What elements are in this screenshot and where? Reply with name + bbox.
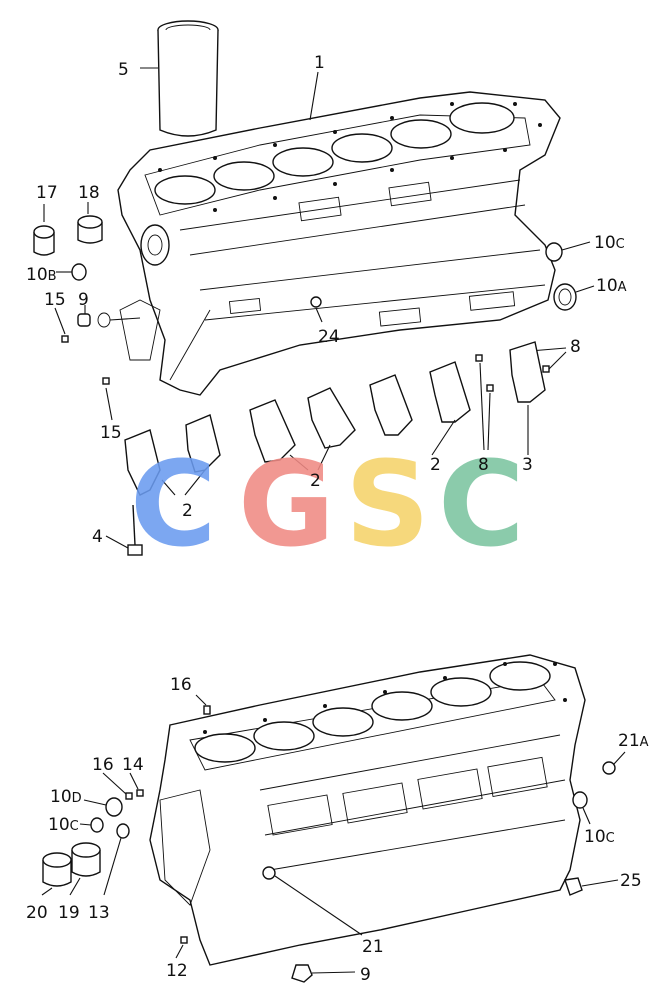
label-25: 25 [620,871,642,891]
label-10c-left: 10C [48,815,79,835]
label-1: 1 [314,53,325,73]
pins-16-14 [102,772,144,800]
label-16-top: 16 [170,675,192,695]
plug-10c-top [545,241,591,262]
label-13: 13 [88,903,110,923]
label-10d: 10D [50,787,82,807]
watermark-letter-c2: C [438,435,525,573]
callout-labels: 1 5 17 18 10B 15 9 10C 10A 24 8 15 2 8 3… [26,53,649,985]
bushing-19 [69,842,101,896]
label-9-bottom: 9 [360,965,371,985]
plug-10d [83,797,123,817]
label-5: 5 [118,60,129,80]
label-19: 19 [58,903,80,923]
bolt-4 [105,504,143,556]
label-2-left: 2 [182,501,193,521]
label-9-top: 9 [78,290,89,310]
label-2-right: 2 [430,455,441,475]
watermark-letter-s: S [345,435,430,573]
ring-10b [56,263,87,281]
bushing-20 [41,852,72,896]
label-4: 4 [92,527,103,547]
pin-16-top [195,694,211,715]
label-16-left: 16 [92,755,114,775]
bushing-13 [103,823,130,896]
watermark-letter-c1: C [130,435,217,573]
label-15-lower: 15 [100,423,122,443]
label-12: 12 [166,961,188,981]
label-8-top: 8 [570,337,581,357]
label-10b: 10B [26,265,57,285]
plug-10c-right [572,791,591,825]
label-10c-right: 10C [584,827,615,847]
label-14: 14 [122,755,144,775]
label-10c-top: 10C [594,233,625,253]
cylinder-block-bottom [149,654,586,966]
plug-10a [553,283,595,311]
plug-9-top [77,305,141,328]
bearing-caps [124,341,546,496]
label-24: 24 [318,327,340,347]
bushing-17 [33,204,55,256]
label-15-top: 15 [44,290,66,310]
plug-9-bottom [291,964,356,983]
label-8-lower: 8 [478,455,489,475]
label-21a: 21A [618,731,649,751]
bolt-24 [310,296,323,323]
label-21: 21 [362,937,384,957]
label-3: 3 [522,455,533,475]
pin-12 [175,936,188,959]
label-10a: 10A [596,276,627,296]
pin-15-lower [102,377,113,421]
label-17: 17 [36,183,58,203]
label-20: 20 [26,903,48,923]
watermark-letter-g: G [238,435,335,573]
plug-21 [262,866,363,936]
watermark-logo: C G S C [130,435,525,573]
plug-10c-left [79,817,104,833]
plug-21a [602,751,626,775]
bushing-18 [77,202,103,244]
pin-15-top [54,307,69,343]
plug-25 [564,877,619,896]
cylinder-liner [140,20,219,137]
cylinder-block-top [117,71,561,396]
label-18: 18 [78,183,100,203]
label-2-middle: 2 [310,471,321,491]
